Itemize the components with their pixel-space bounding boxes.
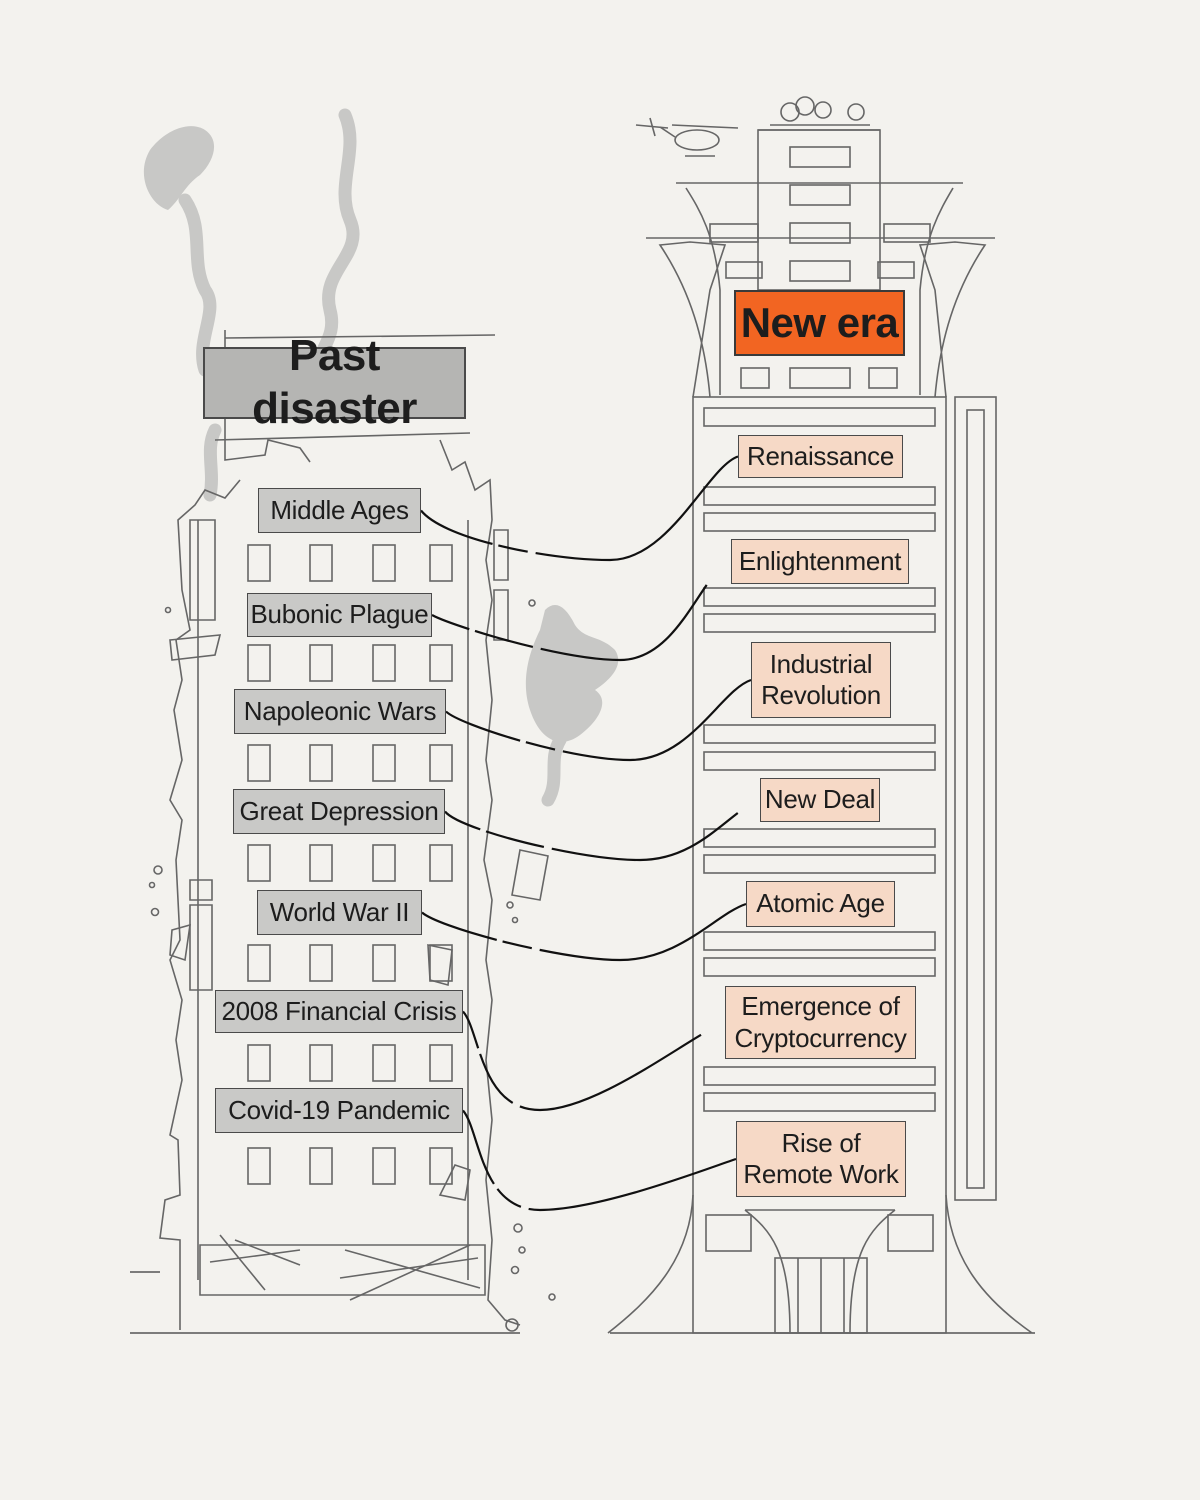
ruin-window bbox=[309, 844, 333, 882]
connectors bbox=[420, 455, 761, 1212]
new-era-header: New era bbox=[734, 290, 905, 356]
tower-window bbox=[789, 184, 851, 206]
past-disaster-label-world-war-ii: World War II bbox=[257, 890, 422, 935]
past-disaster-label-bubonic-plague: Bubonic Plague bbox=[247, 593, 432, 637]
ruined-building-windows bbox=[247, 544, 453, 1185]
connector-world-war-ii bbox=[421, 902, 747, 962]
new-building-windows bbox=[703, 146, 936, 1112]
ruin-window bbox=[372, 1147, 396, 1185]
window-band bbox=[703, 486, 936, 506]
ruin-window bbox=[309, 744, 333, 782]
tower-window bbox=[725, 261, 763, 279]
new-era-label-enlightenment: Enlightenment bbox=[731, 539, 909, 584]
ruin-window bbox=[247, 944, 271, 982]
ground bbox=[130, 1271, 1035, 1334]
connector-2008-financial-crisis bbox=[462, 1010, 726, 1112]
window-band bbox=[703, 407, 936, 427]
past-disaster-label-2008-financial-crisis: 2008 Financial Crisis bbox=[215, 990, 463, 1033]
connector-great-depression bbox=[444, 798, 761, 862]
ruin-window bbox=[247, 744, 271, 782]
ruin-window bbox=[429, 944, 453, 982]
new-era-label-rise-of-remote-work: Rise of Remote Work bbox=[736, 1121, 906, 1197]
ruin-window bbox=[309, 544, 333, 582]
ruin-window bbox=[429, 1147, 453, 1185]
ruined-building bbox=[148, 330, 556, 1332]
new-era-label-new-deal: New Deal bbox=[760, 778, 880, 822]
ruin-window bbox=[429, 744, 453, 782]
ruin-window bbox=[372, 944, 396, 982]
past-disaster-label-napoleonic-wars: Napoleonic Wars bbox=[234, 689, 446, 734]
ruin-window bbox=[247, 544, 271, 582]
window-band bbox=[703, 854, 936, 874]
smoke-trails bbox=[178, 108, 567, 807]
past-disaster-label-great-depression: Great Depression bbox=[233, 789, 445, 834]
new-era-label-industrial-revolution: Industrial Revolution bbox=[751, 642, 891, 718]
ruin-window bbox=[247, 844, 271, 882]
ruin-window bbox=[429, 1044, 453, 1082]
window-band bbox=[703, 1066, 936, 1086]
tower-window bbox=[789, 260, 851, 282]
past-disaster-label-middle-ages: Middle Ages bbox=[258, 488, 421, 533]
smoke bbox=[143, 126, 619, 742]
new-building bbox=[607, 96, 1033, 1334]
connector-middle-ages bbox=[420, 455, 739, 562]
ruin-window bbox=[429, 644, 453, 682]
window-band bbox=[703, 613, 936, 633]
tower-window bbox=[877, 261, 915, 279]
ruin-window bbox=[372, 844, 396, 882]
past-disaster-label-covid-19-pandemic: Covid-19 Pandemic bbox=[215, 1088, 463, 1133]
ruin-window bbox=[429, 544, 453, 582]
connector-napoleonic-wars bbox=[445, 678, 752, 762]
ruin-window bbox=[372, 1044, 396, 1082]
tower-window bbox=[740, 367, 770, 389]
window-band bbox=[703, 512, 936, 532]
window-band bbox=[703, 724, 936, 744]
tower-window bbox=[789, 222, 851, 244]
window-band bbox=[703, 931, 936, 951]
ruin-window bbox=[309, 944, 333, 982]
past-disaster-header: Past disaster bbox=[203, 331, 466, 433]
ruin-window bbox=[247, 1044, 271, 1082]
ruin-window bbox=[372, 544, 396, 582]
tower-window bbox=[868, 367, 898, 389]
ruin-window bbox=[309, 644, 333, 682]
window-band bbox=[703, 957, 936, 977]
window-band bbox=[703, 587, 936, 607]
ruin-window bbox=[309, 1044, 333, 1082]
tower-window bbox=[883, 223, 931, 243]
new-era-label-emergence-of-cryptocurrency: Emergence of Cryptocurrency bbox=[725, 986, 916, 1059]
ruin-window bbox=[247, 1147, 271, 1185]
ruin-window bbox=[372, 744, 396, 782]
new-era-label-atomic-age: Atomic Age bbox=[746, 881, 895, 927]
ruin-window bbox=[247, 644, 271, 682]
ruin-window bbox=[372, 644, 396, 682]
tower-window bbox=[789, 367, 851, 389]
connector-bubonic-plague bbox=[431, 560, 732, 662]
ruin-window bbox=[309, 1147, 333, 1185]
new-era-label-renaissance: Renaissance bbox=[738, 435, 903, 478]
window-band bbox=[703, 1092, 936, 1112]
window-band bbox=[703, 828, 936, 848]
tower-window bbox=[709, 223, 759, 243]
tower-window bbox=[789, 146, 851, 168]
window-band bbox=[703, 751, 936, 771]
connector-covid-19-pandemic bbox=[462, 1109, 737, 1212]
ruin-window bbox=[429, 844, 453, 882]
